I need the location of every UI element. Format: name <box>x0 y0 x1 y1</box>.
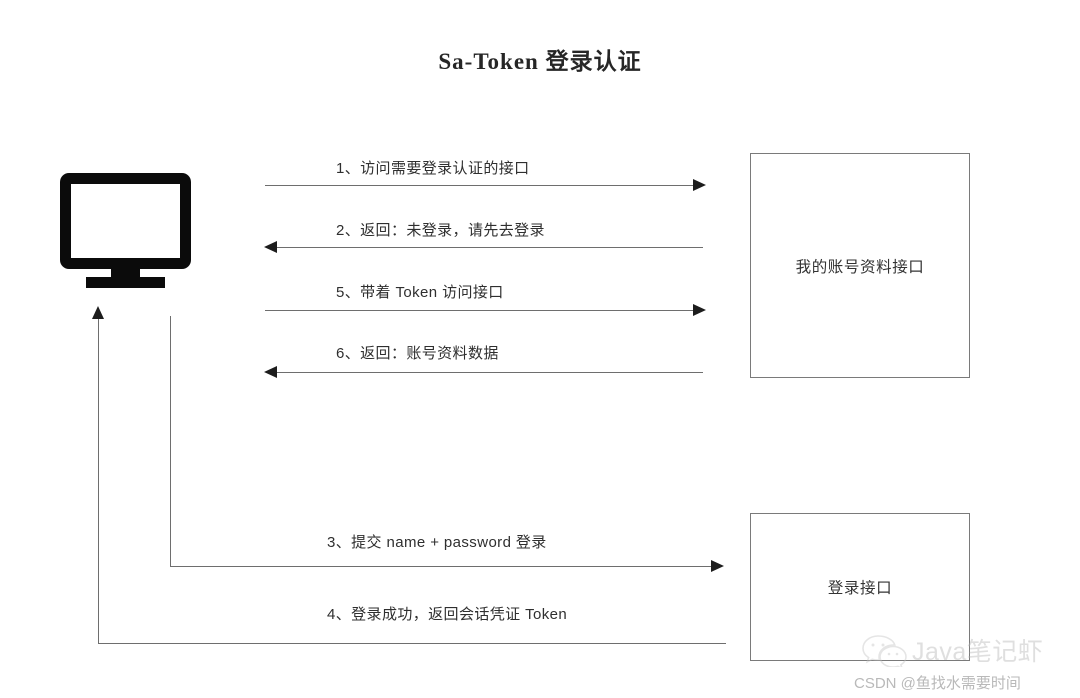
arrow-head-up-step-4 <box>92 306 104 319</box>
arrow-head-right-step-3 <box>711 560 724 572</box>
flow-line-step-3-vertical <box>170 316 171 566</box>
flow-line-step-1 <box>265 185 695 186</box>
flow-label-step-5: 5、带着 Token 访问接口 <box>336 284 504 301</box>
csdn-watermark: CSDN @鱼找水需要时间 <box>854 675 1021 692</box>
flow-label-step-3: 3、提交 name + password 登录 <box>327 534 547 551</box>
flow-label-step-4: 4、登录成功，返回会话凭证 Token <box>327 606 568 623</box>
service-box-account-api-label: 我的账号资料接口 <box>795 258 925 276</box>
arrow-head-left-step-2 <box>264 241 277 253</box>
page-title: Sa-Token 登录认证 <box>438 49 642 74</box>
flow-line-step-6 <box>277 372 703 373</box>
client-actor <box>60 173 191 288</box>
flow-label-step-2: 2、返回：未登录，请先去登录 <box>336 222 545 239</box>
flow-label-step-1: 1、访问需要登录认证的接口 <box>336 160 530 177</box>
flow-line-step-4-vertical <box>98 318 99 644</box>
flow-label-step-6: 6、返回：账号资料数据 <box>336 345 499 362</box>
arrow-head-right-step-5 <box>693 304 706 316</box>
service-box-login-api: 登录接口 <box>750 513 970 661</box>
service-box-login-api-label: 登录接口 <box>827 580 893 597</box>
arrow-head-left-step-6 <box>264 366 277 378</box>
flow-line-step-2 <box>277 247 703 248</box>
monitor-icon <box>60 173 191 269</box>
flow-line-step-4 <box>98 643 726 644</box>
flow-line-step-3 <box>170 566 713 567</box>
monitor-stand-base <box>86 277 165 288</box>
arrow-head-right-step-1 <box>693 179 706 191</box>
flow-line-step-5 <box>265 310 695 311</box>
service-box-account-api: 我的账号资料接口 <box>750 153 970 378</box>
